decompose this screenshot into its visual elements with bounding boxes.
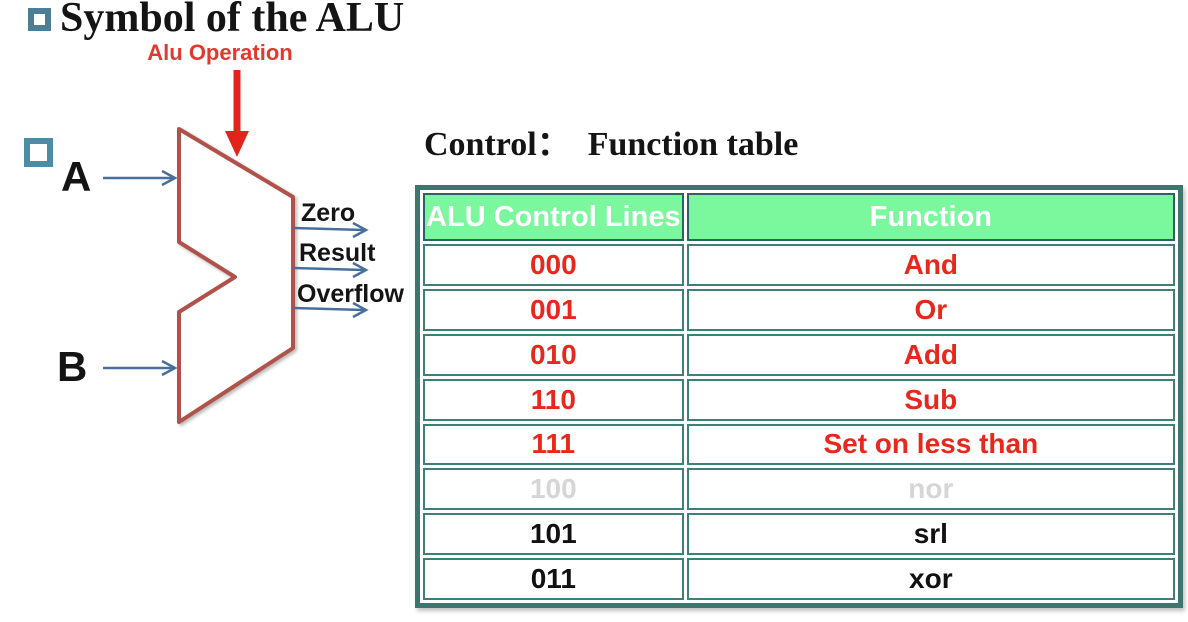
header-function: Function	[686, 193, 1175, 241]
table-row: 111 Set on less than	[423, 423, 1175, 466]
function-table: ALU Control Lines Function 000 And 001 O…	[415, 185, 1183, 608]
control-code-cell: 011	[423, 558, 684, 600]
section-title: Control： Function table	[424, 126, 799, 163]
control-arrow-head-icon	[225, 131, 249, 157]
table-row: 000 And	[423, 244, 1175, 286]
zero-output-arrow	[293, 221, 369, 239]
input-b-arrow	[103, 359, 178, 377]
secondary-bullet-icon	[24, 138, 53, 167]
table-row: 010 Add	[423, 333, 1175, 376]
result-output-arrow	[293, 261, 369, 279]
control-code-cell: 010	[423, 333, 684, 376]
function-cell: Or	[686, 288, 1175, 331]
page-title: Symbol of the ALU	[60, 0, 405, 41]
function-cell: Sub	[686, 378, 1175, 421]
title-bullet-icon	[28, 8, 51, 31]
input-a-label: A	[61, 153, 92, 200]
zero-output-label: Zero	[301, 199, 356, 227]
alu-shape	[177, 127, 295, 424]
table-header-row: ALU Control Lines Function	[423, 193, 1175, 241]
table-row: 110 Sub	[423, 378, 1175, 421]
control-code-cell: 110	[423, 378, 684, 421]
control-code-cell: 111	[423, 423, 684, 466]
control-code-cell: 101	[423, 513, 684, 556]
table-row: 101 srl	[423, 513, 1175, 556]
control-code-cell: 000	[423, 244, 684, 286]
function-cell: nor	[686, 468, 1175, 511]
control-code-cell: 001	[423, 288, 684, 331]
input-a-arrow	[103, 169, 178, 187]
alu-diagram	[103, 70, 369, 424]
table-row: 011 xor	[423, 558, 1175, 600]
overflow-output-arrow	[293, 301, 369, 319]
function-cell: xor	[686, 558, 1175, 600]
result-output-label: Result	[299, 239, 376, 267]
function-cell: srl	[686, 513, 1175, 556]
table-row: 100 nor	[423, 468, 1175, 511]
function-cell: Set on less than	[686, 423, 1175, 466]
header-alu-control-lines: ALU Control Lines	[423, 193, 684, 241]
input-b-label: B	[57, 343, 88, 390]
table-row: 001 Or	[423, 288, 1175, 331]
function-cell: And	[686, 244, 1175, 286]
control-code-cell: 100	[423, 468, 684, 511]
overflow-output-label: Overflow	[297, 280, 404, 308]
alu-operation-label: Alu Operation	[147, 40, 293, 65]
function-cell: Add	[686, 333, 1175, 376]
